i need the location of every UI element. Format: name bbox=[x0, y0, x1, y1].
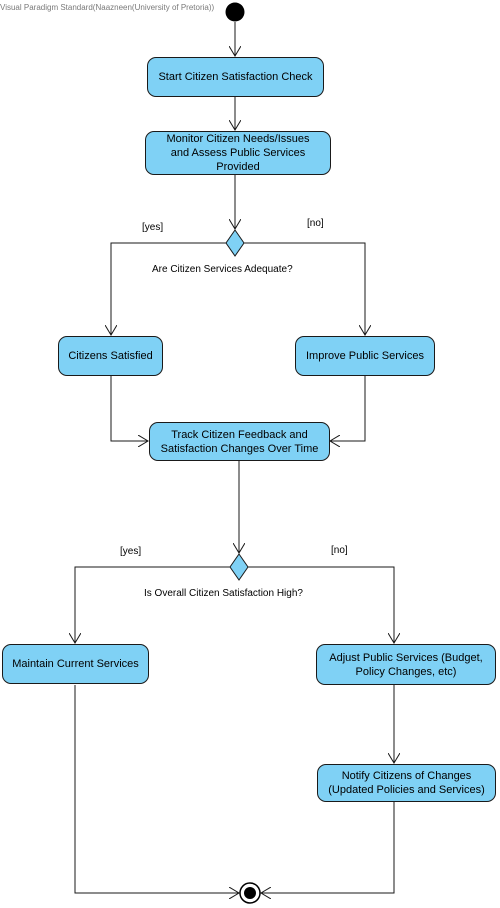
guard-no-label: [no] bbox=[307, 218, 324, 229]
action-label-line: Satisfaction Changes Over Time bbox=[160, 442, 319, 455]
action-track-citizen-feedback: Track Citizen Feedback and Satisfaction … bbox=[149, 422, 330, 461]
flow-decision-1-no bbox=[244, 242, 365, 335]
flow-improve-to-track bbox=[330, 376, 366, 441]
action-label: Maintain Current Services bbox=[12, 658, 139, 670]
action-label-line: (Updated Policies and Services) bbox=[328, 784, 485, 796]
decision-question-services-adequate: Are Citizen Services Adequate? bbox=[152, 264, 293, 275]
flow-notify-to-final bbox=[261, 802, 395, 893]
watermark: Visual Paradigm Standard(Naazneen(Univer… bbox=[0, 3, 215, 12]
action-label: Improve Public Services bbox=[306, 350, 424, 362]
action-label: Citizens Satisfied bbox=[68, 350, 153, 362]
action-notify-citizens-of-changes: Notify Citizens of Changes (Updated Poli… bbox=[317, 764, 496, 802]
action-label-line: Provided bbox=[216, 161, 260, 173]
initial-node bbox=[225, 2, 245, 22]
flow-maintain-to-final bbox=[74, 685, 239, 893]
action-improve-public-services: Improve Public Services bbox=[295, 336, 435, 376]
guard-no-label: [no] bbox=[331, 545, 348, 556]
flow-satisfied-to-track bbox=[110, 376, 148, 441]
decision-node-services-adequate bbox=[225, 229, 245, 257]
guard-yes-label: [yes] bbox=[120, 546, 142, 557]
guard-yes-label: [yes] bbox=[142, 222, 164, 233]
final-node bbox=[239, 882, 261, 904]
action-label-line: Policy Changes, etc) bbox=[355, 665, 457, 678]
action-label-line: Monitor Citizen Needs/Issues bbox=[166, 133, 310, 145]
action-label-line: Adjust Public Services (Budget, bbox=[329, 651, 483, 664]
action-label-line: Notify Citizens of Changes bbox=[341, 770, 472, 782]
action-monitor-citizen-needs: Monitor Citizen Needs/Issues and Assess … bbox=[145, 131, 331, 175]
action-label-line: and Assess Public Services bbox=[170, 147, 306, 159]
action-label-line: Track Citizen Feedback and bbox=[171, 428, 308, 441]
flow-decision-2-yes bbox=[75, 566, 230, 643]
action-start-citizen-satisfaction-check: Start Citizen Satisfaction Check bbox=[147, 57, 324, 97]
action-citizens-satisfied: Citizens Satisfied bbox=[58, 336, 163, 376]
action-maintain-current-services: Maintain Current Services bbox=[2, 644, 149, 684]
decision-question-satisfaction-high: Is Overall Citizen Satisfaction High? bbox=[144, 588, 303, 599]
action-label: Start Citizen Satisfaction Check bbox=[158, 71, 313, 83]
decision-node-satisfaction-high bbox=[229, 553, 249, 581]
action-adjust-public-services: Adjust Public Services (Budget, Policy C… bbox=[316, 644, 496, 685]
flow-decision-2-no bbox=[248, 566, 394, 643]
flow-decision-1-yes bbox=[111, 242, 226, 335]
